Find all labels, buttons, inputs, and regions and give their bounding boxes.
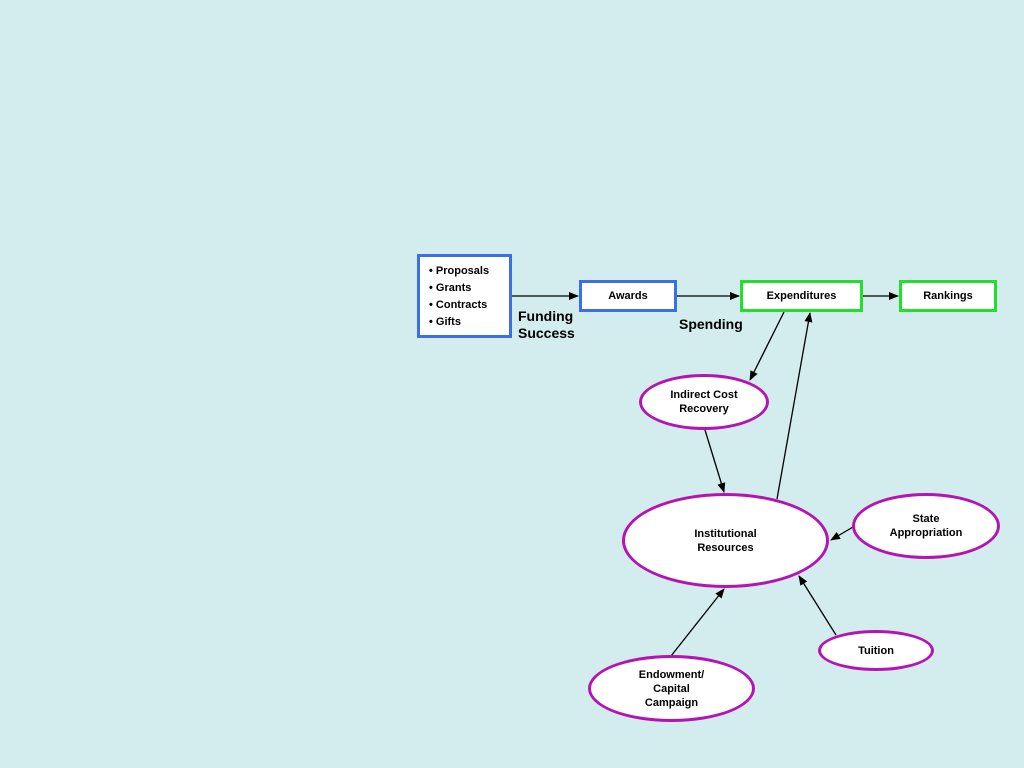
edge-state-to-resources — [830, 526, 854, 541]
endowment-capital-campaign-node: Endowment/ Capital Campaign — [588, 655, 755, 722]
sources-item: • Grants — [429, 282, 472, 294]
state-appropriation-node: State Appropriation — [852, 493, 1000, 559]
spending-label: Spending — [679, 316, 743, 332]
edge-expenditures-to-indirect-cost — [749, 311, 785, 381]
edge-tuition-to-resources — [798, 575, 837, 636]
sources-item: • Contracts — [429, 299, 488, 311]
sources-item: • Gifts — [429, 316, 461, 328]
edge-indirect-cost-to-resources — [704, 429, 726, 493]
edge-endowment-to-resources — [670, 588, 725, 657]
sources-box: • Proposals • Grants • Contracts • Gifts — [417, 254, 512, 338]
funding-success-label: Funding Success — [518, 308, 575, 341]
sources-list: • Proposals • Grants • Contracts • Gifts — [429, 263, 509, 331]
awards-box: Awards — [579, 280, 677, 312]
indirect-cost-recovery-node: Indirect Cost Recovery — [639, 374, 769, 430]
sources-item: • Proposals — [429, 265, 490, 277]
rankings-box: Rankings — [899, 280, 997, 312]
expenditures-box: Expenditures — [740, 280, 863, 312]
tuition-node: Tuition — [818, 630, 934, 671]
institutional-resources-node: Institutional Resources — [622, 493, 829, 588]
edge-resources-to-expenditures — [776, 312, 813, 500]
